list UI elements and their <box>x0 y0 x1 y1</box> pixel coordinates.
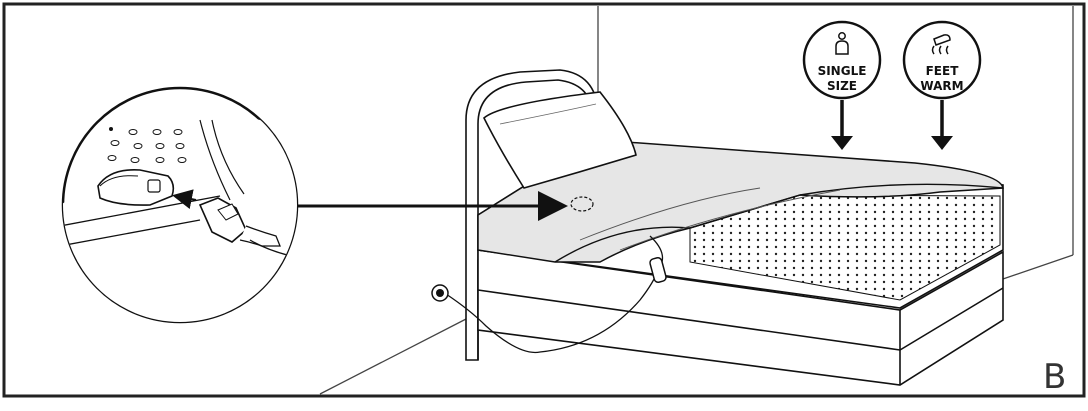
bed-base <box>477 249 1004 386</box>
blanket-fold <box>554 183 1004 263</box>
pillow <box>483 91 637 189</box>
feet-warm-line2: WARM <box>920 79 963 93</box>
single-size-line1: SINGLE <box>818 64 867 78</box>
blanket-fold-lines <box>579 187 841 251</box>
wall-socket <box>431 284 449 302</box>
blanket <box>477 139 1004 263</box>
pillow-crease <box>499 103 597 125</box>
single-size-line2: SIZE <box>827 79 857 93</box>
power-cord <box>445 235 664 354</box>
single-size-arrowhead <box>831 136 853 150</box>
single-size-badge: SINGLE SIZE <box>802 20 882 150</box>
connector-location-marker <box>570 196 594 212</box>
controller-icon <box>649 257 667 283</box>
feet-warm-badge: FEET WARM <box>902 20 982 150</box>
person-icon <box>835 32 849 55</box>
warm-foot-icon <box>931 34 951 55</box>
feet-warm-line1: FEET <box>926 64 960 78</box>
diagram-frame <box>2 2 1086 398</box>
feet-warm-arrowhead <box>931 136 953 150</box>
connector-detail-circle <box>61 86 299 324</box>
panel-label: B <box>1043 357 1066 397</box>
